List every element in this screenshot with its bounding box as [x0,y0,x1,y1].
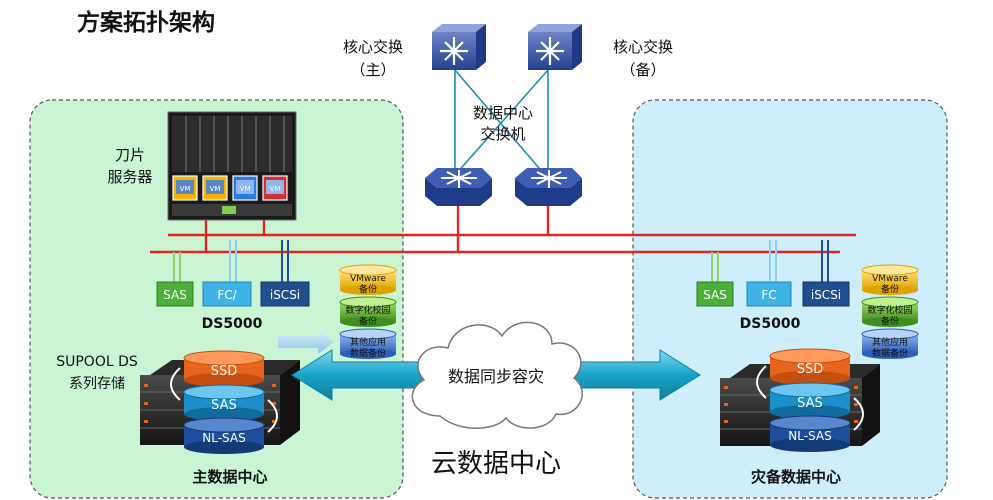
left-tier-nlsas-label: NL-SAS [202,431,245,445]
right-port-sas [696,281,734,307]
right-backup-other-icon [861,328,919,359]
left-backup-vmware-l1: VMware [350,274,386,284]
right-backup-campus-l1: 数字化校园 [867,304,912,316]
left-backup-campus-l1: 数字化校园 [345,304,390,316]
left-tier-sas-icon [183,384,265,421]
left-port-fc [202,281,252,307]
vm-label-3: VM [240,185,251,193]
left-ds5000-label: DS5000 [202,316,263,332]
right-backup-campus-l2: 备份 [881,315,899,327]
left-port-links [173,240,289,282]
right-tier-sas-label: SAS [797,396,823,411]
supool-sub: 系列存储 [69,376,125,392]
vm-label-2: VM [210,185,221,193]
right-ds5000-label: DS5000 [740,316,801,332]
left-site-caption: 主数据中心 [192,468,267,486]
left-backup-other-l1: 其他应用 [350,336,386,348]
left-backup-campus-icon [339,296,397,327]
left-backup-vmware-icon [339,264,397,295]
core-links [454,69,549,176]
right-backup-vmware-icon [861,264,919,295]
left-backup-vmware-l2: 备份 [359,283,377,295]
right-backup-vmware-l2: 备份 [881,283,899,295]
right-backup-other-l2: 数据备份 [872,347,908,359]
core-switch-backup-icon [528,24,582,70]
right-backup-other-l1: 其他应用 [872,336,908,348]
left-port-sas [156,281,194,307]
vm-label-4: VM [270,185,281,193]
network-lines [150,205,856,254]
supool-label: SUPOOL DS [56,354,138,370]
vm-label-1: VM [180,185,191,193]
left-port-iscsi-label: iSCSi [270,288,300,302]
left-tier-ssd-icon [183,350,265,387]
cloud-icon [411,321,583,429]
right-port-fc [746,281,792,307]
dc-switch-sub: 交换机 [480,125,525,143]
right-tier-nlsas-icon [769,415,851,452]
left-backup-campus-l2: 备份 [359,315,377,327]
core-switch-backup-label: 核心交换 [613,38,673,56]
right-tier-ssd-icon [769,348,851,385]
right-port-iscsi-label: iSCSi [811,288,841,302]
right-port-links [711,240,829,282]
page-title: 方案拓扑架构 [77,9,215,36]
vm-boxes [172,175,288,201]
cloud-center-label: 云数据中心 [431,449,561,479]
left-port-fc-label: FC/ [217,288,237,302]
core-switch-main-label: 核心交换 [343,38,403,56]
left-tier-nlsas-icon [183,417,265,454]
right-port-sas-label: SAS [703,288,727,302]
left-backup-other-icon [339,328,397,359]
left-tier-ssd-label: SSD [211,364,238,379]
dc-switch-label: 数据中心 [473,104,533,122]
left-tier-sas-label: SAS [211,398,237,413]
left-backup-other-l2: 数据备份 [350,347,386,359]
core-switch-backup-sub: （备） [620,61,665,79]
right-port-iscsi [802,281,850,307]
blade-server-label: 刀片 [115,146,145,164]
right-backup-vmware-l1: VMware [872,274,908,284]
left-backup-arrow-icon [278,330,334,354]
right-port-fc-label: FC [761,288,776,302]
dc-switch-right-icon [515,168,582,206]
right-tier-nlsas-label: NL-SAS [788,429,831,443]
core-switch-main-sub: （主） [350,61,395,79]
blade-server-icon [167,111,297,221]
sync-cloud-label: 数据同步容灾 [448,367,544,386]
right-backup-campus-icon [861,296,919,327]
right-tier-sas-icon [769,382,851,419]
dc-switch-left-icon [425,168,492,206]
core-switch-main-icon [432,24,486,70]
left-port-sas-label: SAS [163,288,187,302]
blade-server-sub: 服务器 [107,168,152,186]
right-site-caption: 灾备数据中心 [751,468,841,486]
left-tier-cycle-arrows [170,367,278,433]
left-port-iscsi [260,281,310,307]
right-tier-ssd-label: SSD [797,362,824,377]
right-tier-cycle-arrows [756,365,864,431]
